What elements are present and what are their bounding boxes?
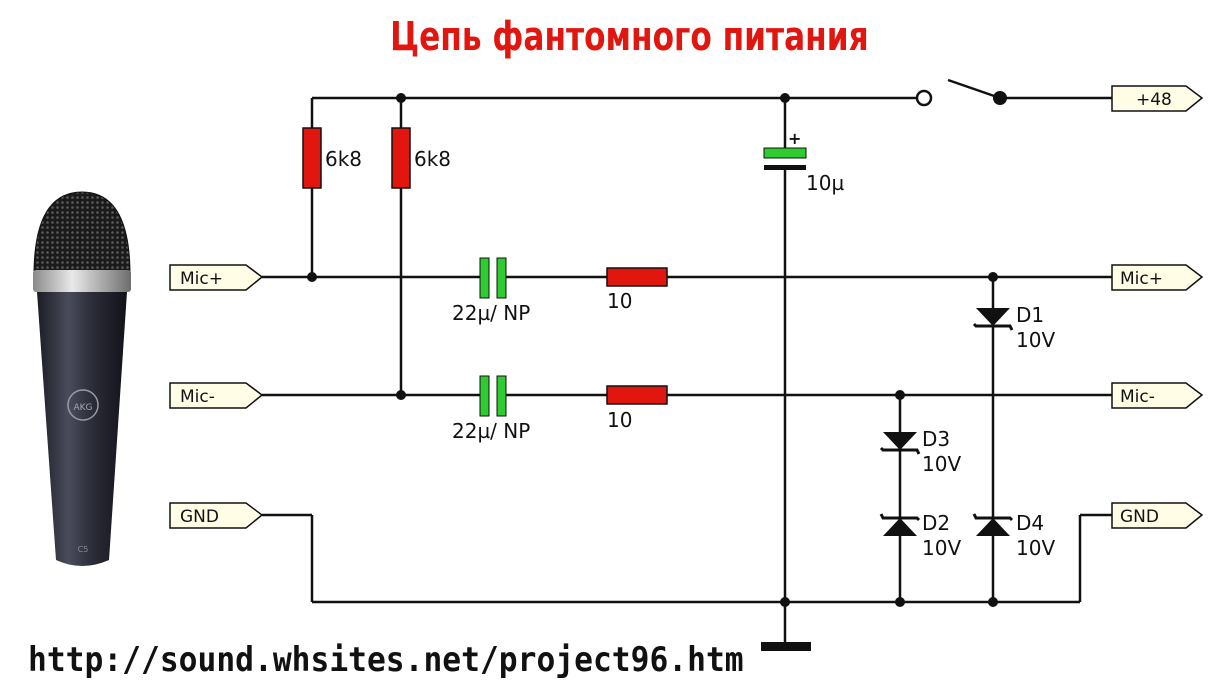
connector-label: Mic+ bbox=[180, 269, 223, 289]
label-r4: 10 bbox=[607, 408, 632, 432]
zener-diode-d4 bbox=[972, 513, 1014, 536]
label-r3: 10 bbox=[607, 289, 632, 313]
connector-label: Mic- bbox=[1120, 387, 1155, 407]
mic-brand-logo: AKG bbox=[73, 403, 92, 413]
wires bbox=[262, 78, 1112, 645]
resistor-r3 bbox=[606, 267, 668, 287]
resistor-r2 bbox=[391, 127, 411, 189]
connector-label: +48 bbox=[1136, 90, 1172, 110]
label-d4-name: D4 bbox=[1016, 511, 1044, 535]
label-d2-value: 10V bbox=[922, 536, 961, 560]
switch-open-contact bbox=[915, 89, 933, 107]
connector-label: GND bbox=[1120, 507, 1159, 527]
label-d1-value: 10V bbox=[1016, 328, 1055, 352]
capacitor-c2 bbox=[479, 375, 507, 417]
label-d3-name: D3 bbox=[922, 427, 950, 451]
capacitor-supply bbox=[763, 147, 807, 170]
zener-diode-d1 bbox=[972, 308, 1014, 331]
label-r2: 6k8 bbox=[414, 147, 451, 171]
connector-label: Mic- bbox=[180, 387, 215, 407]
diagram-title: Цепь фантомного питания bbox=[390, 14, 869, 60]
label-d2-name: D2 bbox=[922, 511, 950, 535]
ground-symbol bbox=[761, 642, 811, 651]
connector-right-mic-minus: Mic- bbox=[1111, 382, 1204, 409]
connector-label: GND bbox=[180, 507, 219, 527]
connector-left-mic-minus: Mic- bbox=[169, 382, 264, 409]
resistor-r4 bbox=[606, 385, 668, 405]
resistor-r1 bbox=[302, 127, 322, 189]
zener-diode-d3 bbox=[879, 432, 921, 455]
junctions bbox=[307, 91, 1007, 607]
label-d1-name: D1 bbox=[1016, 303, 1044, 327]
label-c2: 22µ/ NP bbox=[452, 419, 530, 443]
label-c-supply: 10µ bbox=[806, 171, 844, 195]
mic-model-label: C5 bbox=[78, 545, 89, 554]
label-d4-value: 10V bbox=[1016, 536, 1055, 560]
label-r1: 6k8 bbox=[325, 147, 362, 171]
zener-diode-d2 bbox=[879, 513, 921, 536]
source-url: http://sound.whsites.net/project96.htm bbox=[28, 640, 744, 680]
connector-right-plus48: +48 bbox=[1111, 85, 1204, 112]
connector-label: Mic+ bbox=[1120, 269, 1163, 289]
microphone-icon: AKG C5 bbox=[33, 191, 131, 566]
connector-right-gnd: GND bbox=[1111, 502, 1204, 529]
capacitor-c1 bbox=[479, 257, 507, 299]
connector-right-mic-plus: Mic+ bbox=[1111, 264, 1204, 291]
label-d3-value: 10V bbox=[922, 452, 961, 476]
connector-left-mic-plus: Mic+ bbox=[169, 264, 264, 291]
label-c-supply-polarity: + bbox=[788, 129, 801, 148]
label-c1: 22µ/ NP bbox=[452, 301, 530, 325]
connector-left-gnd: GND bbox=[169, 502, 264, 529]
